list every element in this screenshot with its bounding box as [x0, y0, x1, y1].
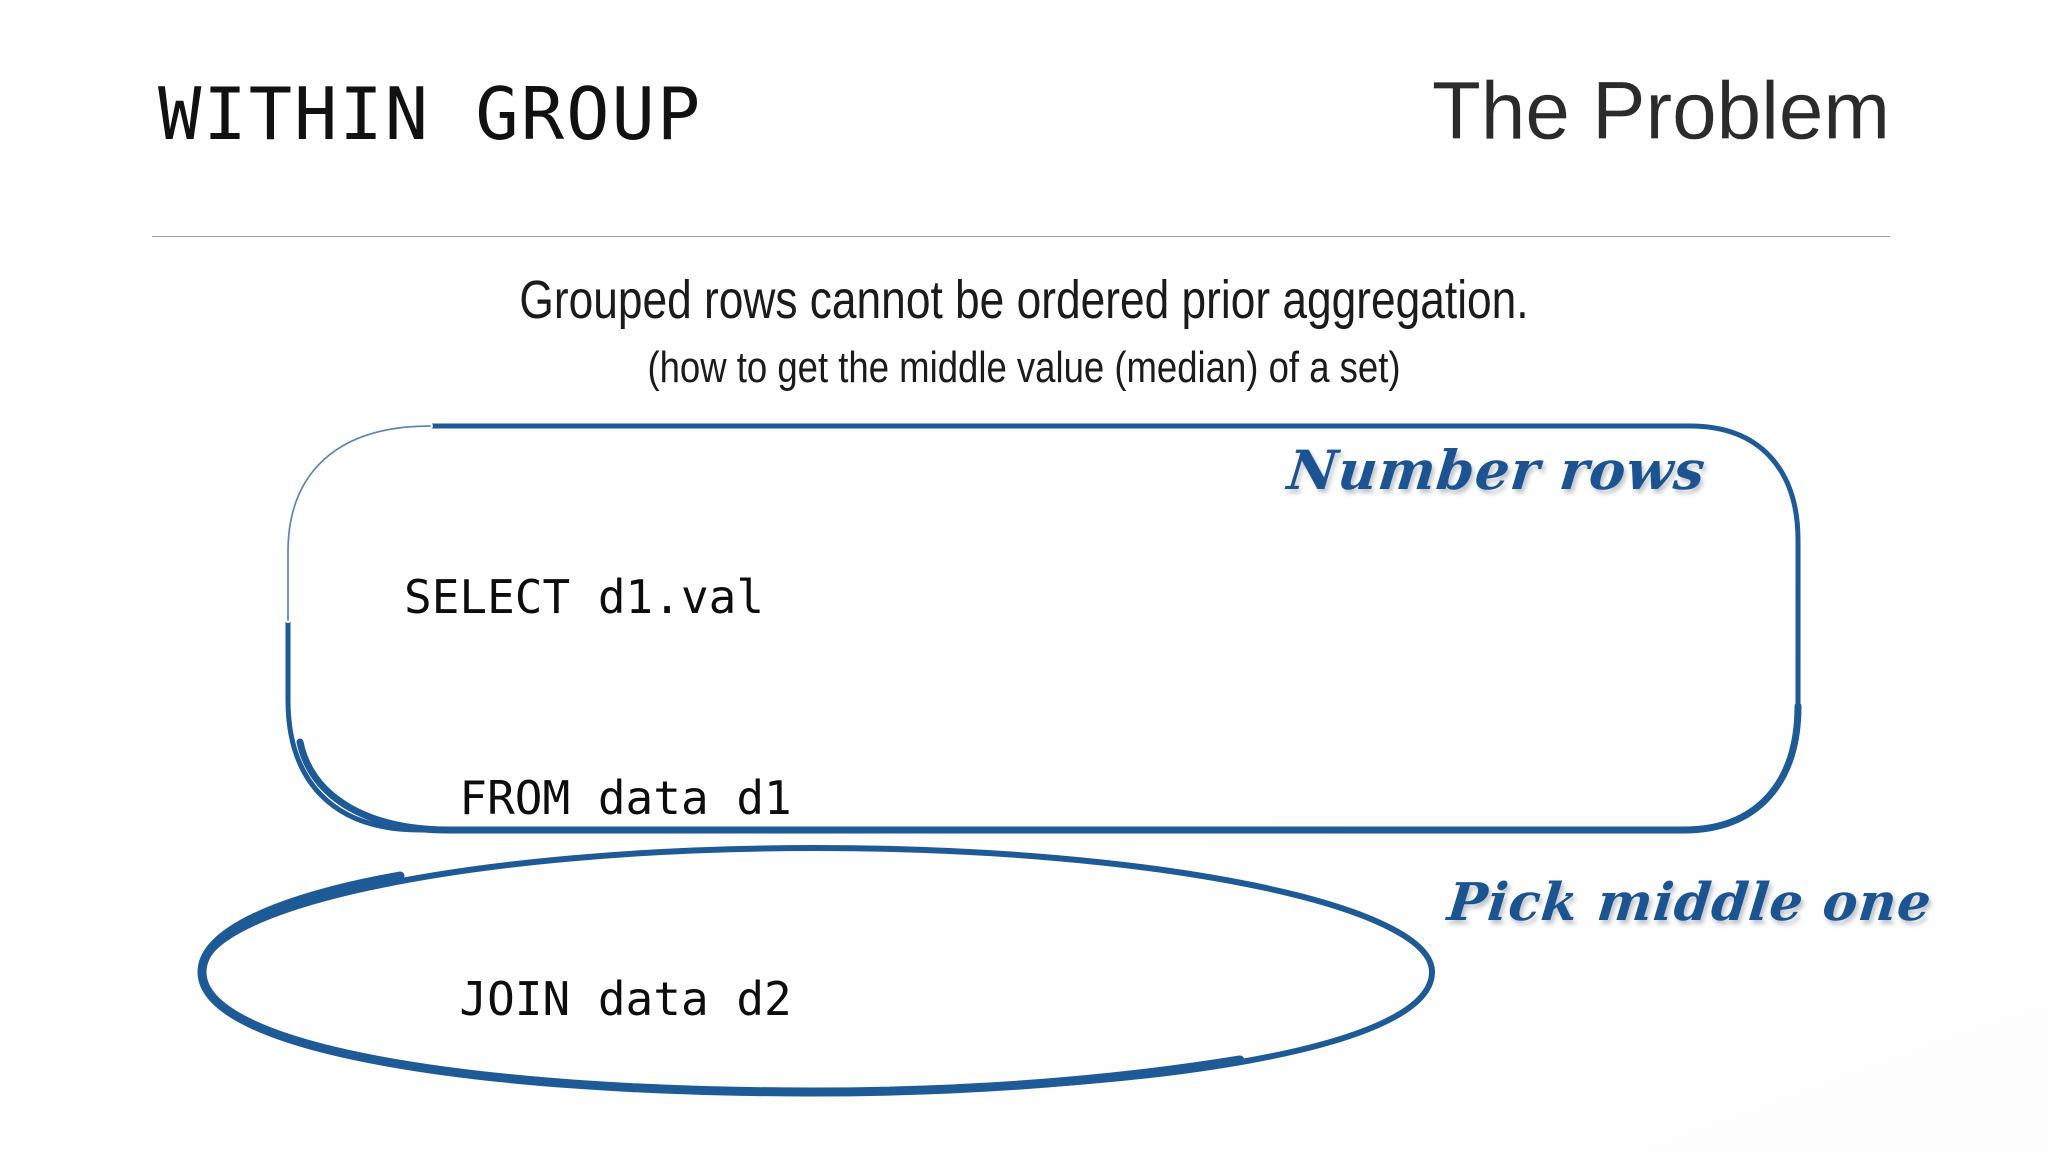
page-title: WITHIN GROUP: [158, 72, 703, 156]
code-line: JOIN data d2: [404, 972, 792, 1026]
code-line: SELECT d1.val: [404, 570, 765, 624]
sql-code-block: SELECT d1.val FROM data d1 JOIN data d2 …: [404, 430, 1567, 1152]
page-subtitle-right: The Problem: [1432, 64, 1890, 156]
code-line: FROM data d1: [404, 771, 792, 825]
annotation-number-rows: Number rows: [1284, 438, 1709, 502]
subtitle-secondary: (how to get the middle value (median) of…: [647, 343, 1401, 392]
subtitle-primary: Grouped rows cannot be ordered prior agg…: [519, 270, 1529, 330]
annotation-pick-middle-one: Pick middle one: [1444, 872, 1935, 933]
header-divider: [152, 236, 1890, 237]
